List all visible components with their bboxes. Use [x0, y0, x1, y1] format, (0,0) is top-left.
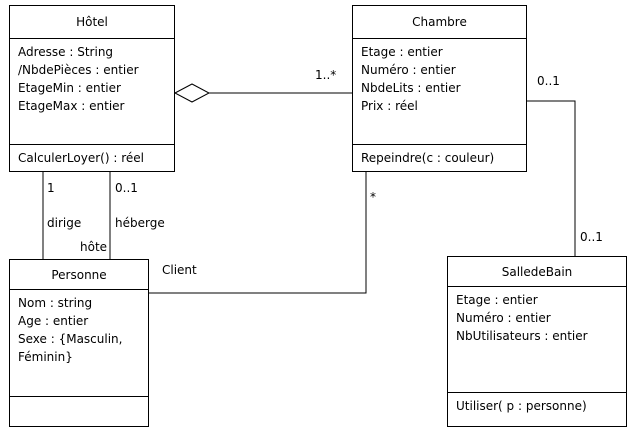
attribute: /NbdePièces : entier — [18, 63, 139, 77]
attribute: Etage : entier — [456, 293, 538, 307]
attribute: Prix : réel — [361, 99, 418, 113]
chambre-personne-line — [148, 172, 367, 294]
attribute: Numéro : entier — [361, 63, 456, 77]
multiplicity-dirige: 1 — [47, 181, 55, 195]
multiplicity-salledebain: 0..1 — [580, 230, 603, 244]
operation: CalculerLoyer() : réel — [18, 151, 144, 165]
operations: Utiliser( p : personne) — [448, 393, 626, 415]
operation: Utiliser( p : personne) — [456, 399, 587, 413]
attributes: Etage : entier Numéro : entier NbdeLits … — [353, 39, 526, 145]
operations: Repeindre(c : couleur) — [353, 145, 526, 167]
attribute: NbUtilisateurs : entier — [456, 329, 588, 343]
attribute: Age : entier — [18, 314, 89, 328]
class-name: SalledeBain — [448, 257, 626, 287]
attribute: Etage : entier — [361, 45, 443, 59]
attribute: Nom : string — [18, 296, 93, 310]
class-name: Personne — [10, 260, 148, 290]
attribute: EtageMax : entier — [18, 99, 125, 113]
operations — [10, 397, 148, 401]
attribute: Sexe : {Masculin, — [18, 332, 123, 346]
role-client: Client — [162, 263, 197, 277]
class-personne: Personne Nom : string Age : entier Sexe … — [9, 259, 149, 427]
attribute: Féminin} — [18, 350, 73, 364]
aggregation-diamond — [173, 83, 211, 103]
class-hotel: Hôtel Adresse : String /NbdePièces : ent… — [9, 5, 175, 172]
role-hote: hôte — [80, 240, 108, 254]
operation: Repeindre(c : couleur) — [361, 151, 495, 165]
attribute: Adresse : String — [18, 45, 114, 59]
attribute: EtageMin : entier — [18, 81, 121, 95]
multiplicity-client: * — [370, 190, 376, 204]
class-name: Hôtel — [10, 6, 174, 39]
attribute: Numéro : entier — [456, 311, 551, 325]
multiplicity-heberge: 0..1 — [115, 181, 138, 195]
multiplicity-chambre-salledebain: 0..1 — [537, 74, 560, 88]
attributes: Nom : string Age : entier Sexe : {Mascul… — [10, 290, 148, 397]
association-name-dirige: dirige — [47, 216, 82, 230]
association-name-heberge: héberge — [115, 216, 165, 230]
chambre-salledebain-line — [526, 100, 576, 256]
class-salledebain: SalledeBain Etage : entier Numéro : enti… — [447, 256, 627, 427]
attribute: NbdeLits : entier — [361, 81, 461, 95]
class-chambre: Chambre Etage : entier Numéro : entier N… — [352, 5, 527, 172]
attributes: Adresse : String /NbdePièces : entier Et… — [10, 39, 174, 145]
multiplicity-chambre-hotel: 1..* — [315, 68, 337, 82]
class-name: Chambre — [353, 6, 526, 39]
operations: CalculerLoyer() : réel — [10, 145, 174, 167]
attributes: Etage : entier Numéro : entier NbUtilisa… — [448, 287, 626, 393]
